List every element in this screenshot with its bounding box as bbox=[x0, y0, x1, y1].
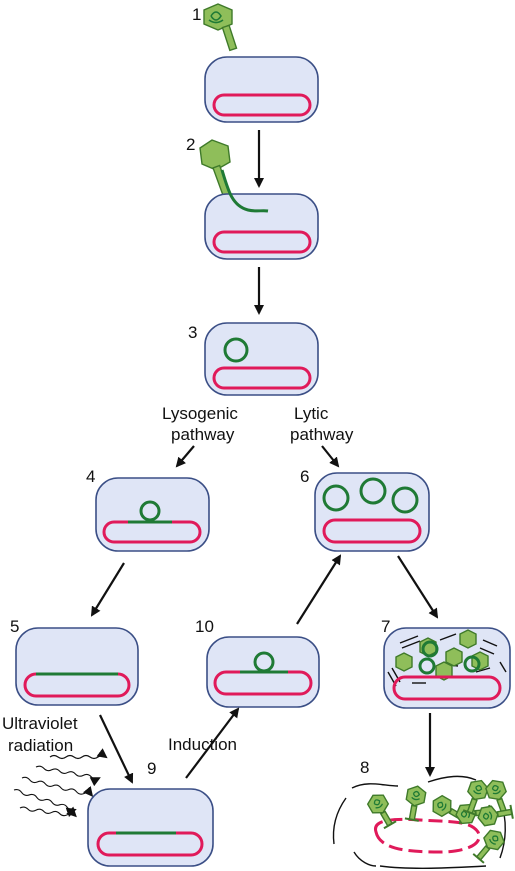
stage-4-integration: 4 bbox=[86, 467, 210, 552]
phage-dna-copy bbox=[418, 657, 436, 675]
arrow-5-to-9 bbox=[99, 714, 134, 784]
circular-phage-dna bbox=[223, 337, 249, 363]
host-cell bbox=[314, 472, 430, 552]
host-chromosome bbox=[322, 518, 422, 544]
arrow-6-to-7 bbox=[397, 555, 439, 619]
host-chromosome bbox=[392, 675, 502, 701]
host-cell bbox=[87, 788, 214, 867]
lytic-pathway-label: Lytic bbox=[294, 404, 329, 423]
degraded-host-chromosome bbox=[374, 817, 481, 854]
step-number-2: 2 bbox=[186, 135, 195, 154]
step-number-7: 7 bbox=[381, 617, 390, 636]
host-chromosome bbox=[212, 366, 312, 390]
stage-3-circularization: 3 bbox=[188, 322, 319, 396]
step-number-9: 9 bbox=[147, 759, 156, 778]
step-number-8: 8 bbox=[360, 758, 369, 777]
uv-radiation-waves bbox=[13, 748, 108, 818]
phage-dna-copy bbox=[463, 655, 481, 673]
step-number-3: 3 bbox=[188, 323, 197, 342]
phage-dna-copy bbox=[359, 477, 387, 505]
stage-1-attachment: 1 bbox=[192, 3, 319, 123]
phage-dna-copy bbox=[322, 484, 350, 512]
stage-7-assembly: 7 bbox=[381, 617, 511, 709]
injected-phage-dna bbox=[220, 169, 269, 213]
host-cell bbox=[204, 322, 319, 396]
lytic-pathway-label-2: pathway bbox=[290, 425, 354, 444]
lysogenic-pathway-label-2: pathway bbox=[171, 425, 235, 444]
induction-label: Induction bbox=[168, 735, 237, 754]
stage-9-induced-cell: 9 bbox=[87, 759, 214, 867]
phage-dna-copy bbox=[421, 640, 439, 658]
step-number-6: 6 bbox=[300, 467, 309, 486]
host-cell bbox=[204, 193, 319, 260]
step-number-1: 1 bbox=[192, 5, 201, 24]
phage-dna-copy bbox=[391, 486, 419, 514]
host-cell bbox=[95, 477, 210, 552]
arrow-9-to-10 bbox=[185, 707, 240, 779]
host-chromosome bbox=[212, 93, 312, 117]
host-cell bbox=[204, 56, 319, 123]
arrow-4-to-5 bbox=[90, 562, 125, 617]
uv-radiation-label-2: radiation bbox=[8, 736, 73, 755]
host-chromosome bbox=[212, 230, 312, 254]
stage-2-injection: 2 bbox=[186, 135, 319, 260]
arrow-3-to-4 bbox=[175, 445, 195, 468]
stage-5-prophage: 5 bbox=[10, 617, 139, 706]
host-cell bbox=[15, 627, 139, 706]
step-number-4: 4 bbox=[86, 467, 95, 486]
arrow-3-to-6 bbox=[321, 445, 340, 468]
step-number-10: 10 bbox=[195, 617, 214, 636]
phage-icon bbox=[199, 139, 231, 198]
stage-8-lysis: 8 bbox=[332, 758, 515, 869]
stage-6-replication: 6 bbox=[300, 467, 430, 552]
step-number-5: 5 bbox=[10, 617, 19, 636]
uv-radiation-label: Ultraviolet bbox=[2, 714, 78, 733]
arrow-10-to-6 bbox=[296, 554, 342, 625]
stage-10-excision: 10 bbox=[195, 617, 320, 708]
lysogenic-pathway-label: Lysogenic bbox=[162, 404, 238, 423]
phage-dna-loop bbox=[139, 500, 161, 522]
phage-icon bbox=[203, 3, 238, 52]
